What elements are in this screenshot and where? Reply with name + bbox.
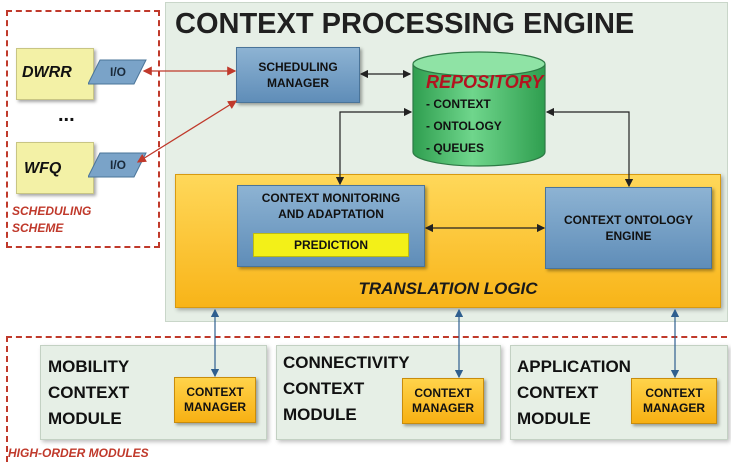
engine-title: CONTEXT PROCESSING ENGINE <box>175 8 635 40</box>
repository-cylinder <box>412 51 546 167</box>
prediction-box: PREDICTION <box>253 233 409 257</box>
wfq-io-label: I/O <box>109 158 126 172</box>
dwrr-io-parallelogram <box>88 59 147 85</box>
dwrr-label: DWRR <box>22 64 72 81</box>
mobility-module-line2: CONTEXT <box>48 383 130 402</box>
scheduling-scheme-label-line1: SCHEDULING <box>12 204 92 218</box>
context-monitoring-line2: AND ADAPTATION <box>278 207 384 221</box>
connectivity-module-line3: MODULE <box>283 405 357 424</box>
more-algorithms-ellipsis: ... <box>58 104 75 126</box>
context-monitoring-line1: CONTEXT MONITORING <box>261 191 401 205</box>
dwrr-algorithm-box <box>16 48 94 100</box>
wfq-io-parallelogram <box>88 152 147 178</box>
wfq-algorithm-box <box>16 142 94 194</box>
connectivity-manager-line2: MANAGER <box>412 401 474 415</box>
scheduling-manager-line2: MANAGER <box>267 76 329 90</box>
wfq-label: WFQ <box>24 160 62 177</box>
arrow-repository-to-monitoring <box>335 107 413 186</box>
connectivity-module-line2: CONTEXT <box>283 379 365 398</box>
high-order-modules-label: HIGH-ORDER MODULES <box>8 446 149 460</box>
application-module-line1: APPLICATION <box>517 357 631 376</box>
arrow-repository-to-ontology <box>545 107 634 188</box>
application-context-manager: CONTEXT MANAGER <box>631 378 717 424</box>
scheduling-manager-box: SCHEDULING MANAGER <box>236 47 360 103</box>
context-ontology-engine-line1: CONTEXT ONTOLOGY <box>563 213 694 227</box>
connectivity-context-manager: CONTEXT MANAGER <box>402 378 484 424</box>
application-manager-line1: CONTEXT <box>645 386 703 400</box>
mobility-module-text: MOBILITY CONTEXT MODULE <box>48 354 129 432</box>
mobility-module-line3: MODULE <box>48 409 122 428</box>
application-module-line3: MODULE <box>517 409 591 428</box>
mobility-manager-line1: CONTEXT <box>186 385 244 399</box>
mobility-module-line1: MOBILITY <box>48 357 130 376</box>
mobility-manager-line2: MANAGER <box>184 400 246 414</box>
application-module-line2: CONTEXT <box>517 383 599 402</box>
connectivity-manager-line1: CONTEXT <box>414 386 472 400</box>
repository-title: REPOSITORY <box>426 72 544 92</box>
repository-item-queues: - QUEUES <box>426 141 485 155</box>
repository-item-ontology: - ONTOLOGY <box>426 119 502 133</box>
arrow-wfq-to-scheduler <box>136 100 238 163</box>
context-ontology-engine-line2: ENGINE <box>605 229 652 243</box>
dwrr-io-label: I/O <box>109 65 126 79</box>
high-order-modules-region <box>6 336 727 462</box>
context-ontology-engine-box: CONTEXT ONTOLOGY ENGINE <box>545 187 712 269</box>
scheduling-manager-line1: SCHEDULING <box>258 60 338 74</box>
connectivity-module-line1: CONNECTIVITY <box>283 353 410 372</box>
repository-item-context: - CONTEXT <box>426 97 491 111</box>
scheduling-scheme-label: SCHEDULING SCHEME <box>12 203 91 237</box>
connectivity-module-text: CONNECTIVITY CONTEXT MODULE <box>283 350 410 428</box>
application-manager-line2: MANAGER <box>643 401 705 415</box>
application-module-text: APPLICATION CONTEXT MODULE <box>517 354 631 432</box>
scheduling-scheme-label-line2: SCHEME <box>12 221 64 235</box>
mobility-context-manager: CONTEXT MANAGER <box>174 377 256 423</box>
translation-logic-label: TRANSLATION LOGIC <box>358 279 538 298</box>
